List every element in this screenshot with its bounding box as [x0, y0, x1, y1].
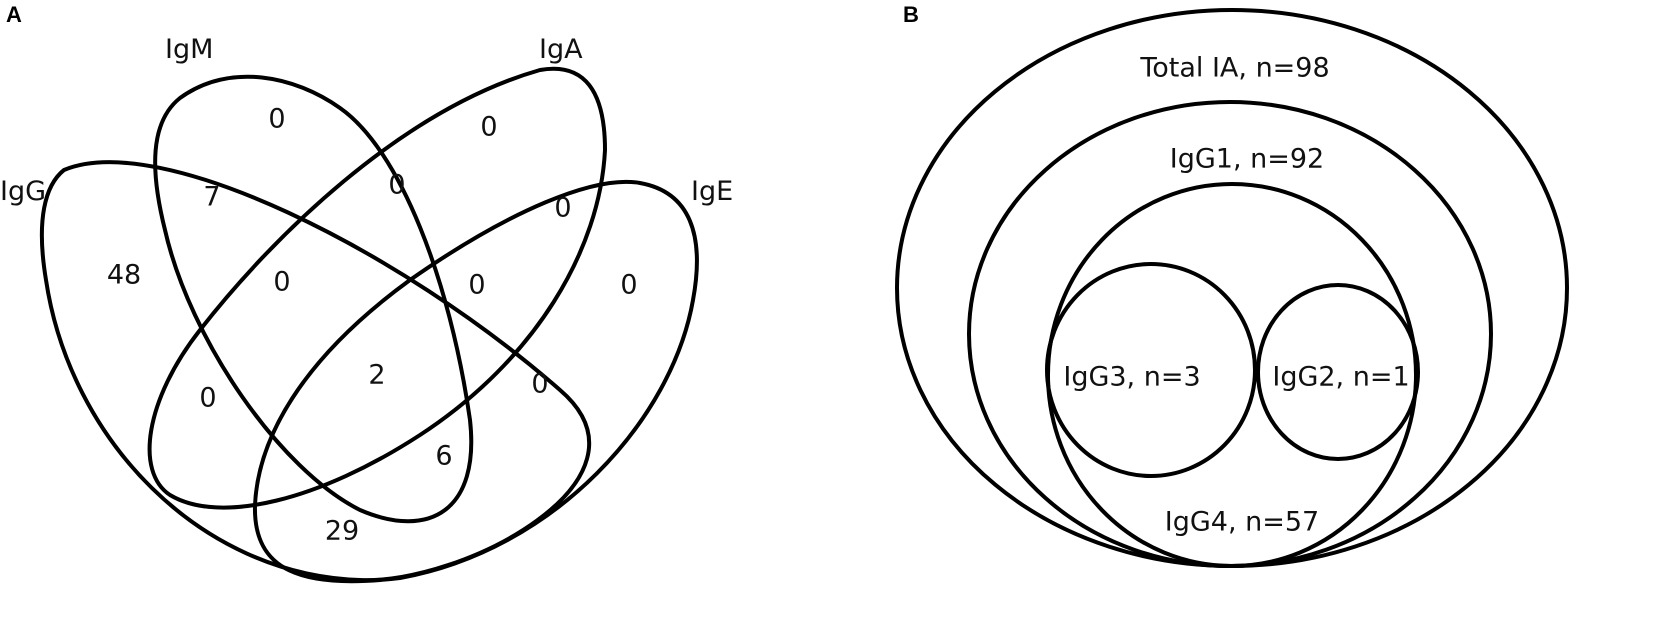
total-ia-label: Total IA, n=98 — [1139, 53, 1329, 84]
panel-a-letter: A — [6, 2, 22, 27]
igg3-circle — [1045, 262, 1257, 478]
igg1-label: IgG1, n=92 — [1170, 144, 1324, 175]
set-label-igg: IgG — [0, 176, 46, 207]
region-igg-ige: 29 — [325, 516, 359, 547]
subclass-diagram: Total IA, n=98 IgG1, n=92 IgG4, n=57 IgG… — [895, 8, 1569, 568]
region-igg-igm-iga: 0 — [273, 267, 290, 298]
set-label-ige: IgE — [691, 176, 733, 207]
venn-diagram: IgG IgM IgA IgE 48 0 0 0 7 0 0 0 0 29 0 … — [0, 34, 733, 584]
total-ia-ellipse — [895, 8, 1569, 568]
region-igg-igm: 7 — [203, 182, 220, 213]
ige-ellipse — [252, 179, 699, 584]
region-igm-iga: 0 — [388, 170, 405, 201]
igg2-label: IgG2, n=1 — [1272, 362, 1409, 393]
region-iga-only: 0 — [480, 112, 497, 143]
igm-ellipse — [153, 74, 474, 524]
igg-ellipse — [39, 160, 592, 583]
region-igm-ige: 0 — [531, 369, 548, 400]
region-ige-only: 0 — [620, 270, 637, 301]
set-label-igm: IgM — [165, 34, 213, 65]
igg4-label: IgG4, n=57 — [1165, 507, 1319, 538]
region-all-four: 2 — [368, 360, 385, 391]
iga-ellipse — [147, 66, 608, 510]
region-igg-igm-ige: 6 — [435, 441, 452, 472]
region-igm-iga-ige: 0 — [468, 270, 485, 301]
region-igg-only: 48 — [107, 260, 141, 291]
igg2-circle — [1256, 283, 1420, 461]
panel-b-letter: B — [903, 2, 919, 27]
set-label-iga: IgA — [539, 34, 583, 65]
region-igm-only: 0 — [268, 104, 285, 135]
region-iga-ige: 0 — [554, 193, 571, 224]
igg3-label: IgG3, n=3 — [1063, 362, 1200, 393]
region-igg-iga: 0 — [199, 383, 216, 414]
